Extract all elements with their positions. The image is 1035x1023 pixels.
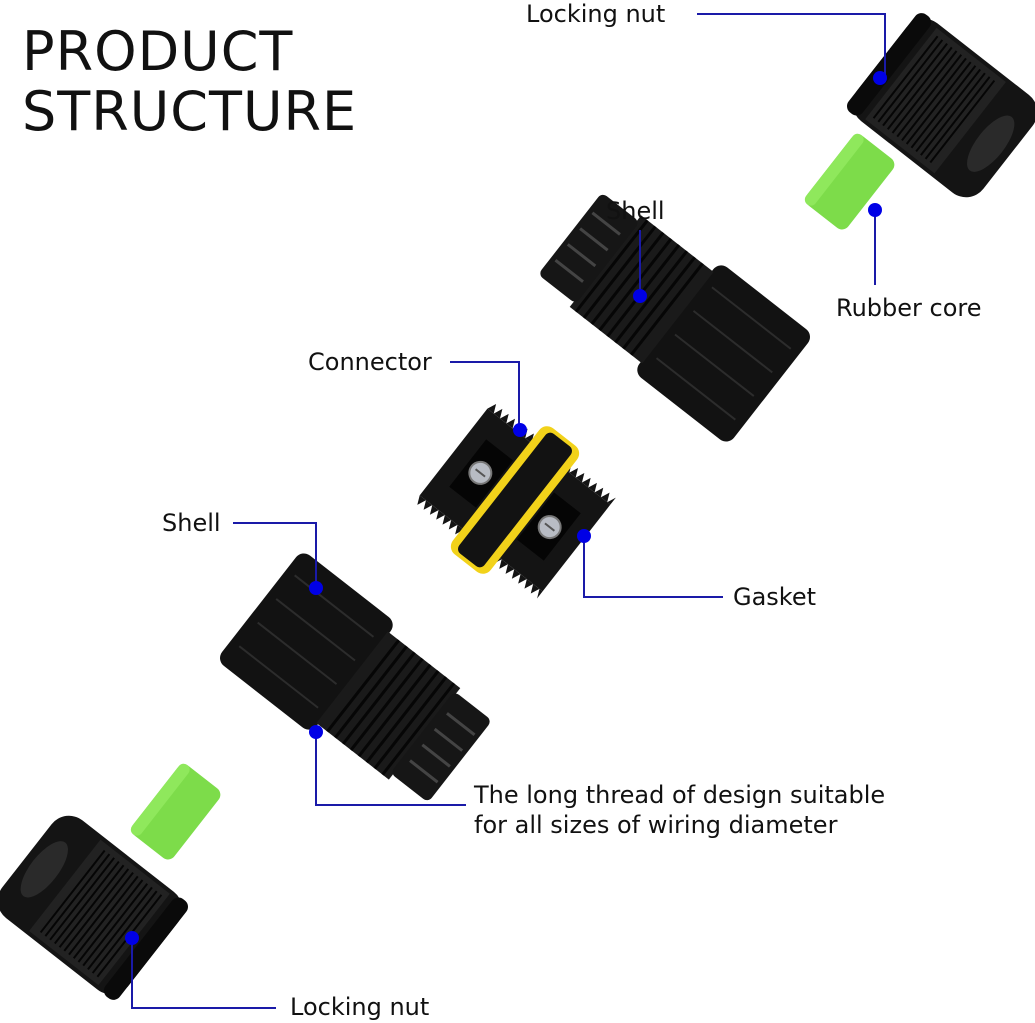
label-gasket: Gasket (733, 583, 817, 611)
label-long-thread-line-2: for all sizes of wiring diameter (474, 811, 838, 839)
leader-line-locking-nut-bottom (131, 938, 276, 1009)
leader-line-shell-bottom (233, 522, 317, 586)
leader-line-long-thread (315, 733, 466, 806)
marker-dot-locking-nut-top (873, 71, 887, 85)
label-rubber-core: Rubber core (836, 294, 982, 322)
title-line-1: PRODUCT (22, 20, 294, 83)
label-shell-bottom: Shell (162, 509, 221, 537)
leader-line-connector (450, 361, 520, 429)
label-shell-top: Shell (606, 197, 665, 225)
label-connector: Connector (308, 348, 432, 376)
marker-dot-shell-top (633, 289, 647, 303)
title-line-2: STRUCTURE (22, 80, 358, 143)
label-locking-nut-top: Locking nut (526, 0, 666, 28)
page-title: PRODUCT STRUCTURE (22, 22, 357, 142)
label-locking-nut-bottom: Locking nut (290, 993, 430, 1021)
marker-dot-long-thread (309, 725, 323, 739)
rubber-core-top-part (804, 133, 895, 230)
connector-part (417, 404, 616, 599)
locking-nut-bottom-part (0, 815, 188, 1000)
rubber-core-bottom-part (130, 763, 221, 860)
shell-top-part (540, 194, 810, 442)
leader-line-gasket (583, 538, 723, 598)
locking-nut-top-part (847, 13, 1035, 198)
marker-dot-rubber-core (868, 203, 882, 217)
marker-dot-locking-nut-bottom (125, 931, 139, 945)
shell-bottom-part (220, 553, 490, 801)
label-long-thread: The long thread of design suitable for a… (474, 780, 954, 840)
marker-dot-gasket (577, 529, 591, 543)
marker-dot-shell-bottom (309, 581, 323, 595)
marker-dot-connector (513, 423, 527, 437)
leader-line-locking-nut-top (697, 13, 886, 77)
label-long-thread-line-1: The long thread of design suitable (474, 781, 886, 809)
